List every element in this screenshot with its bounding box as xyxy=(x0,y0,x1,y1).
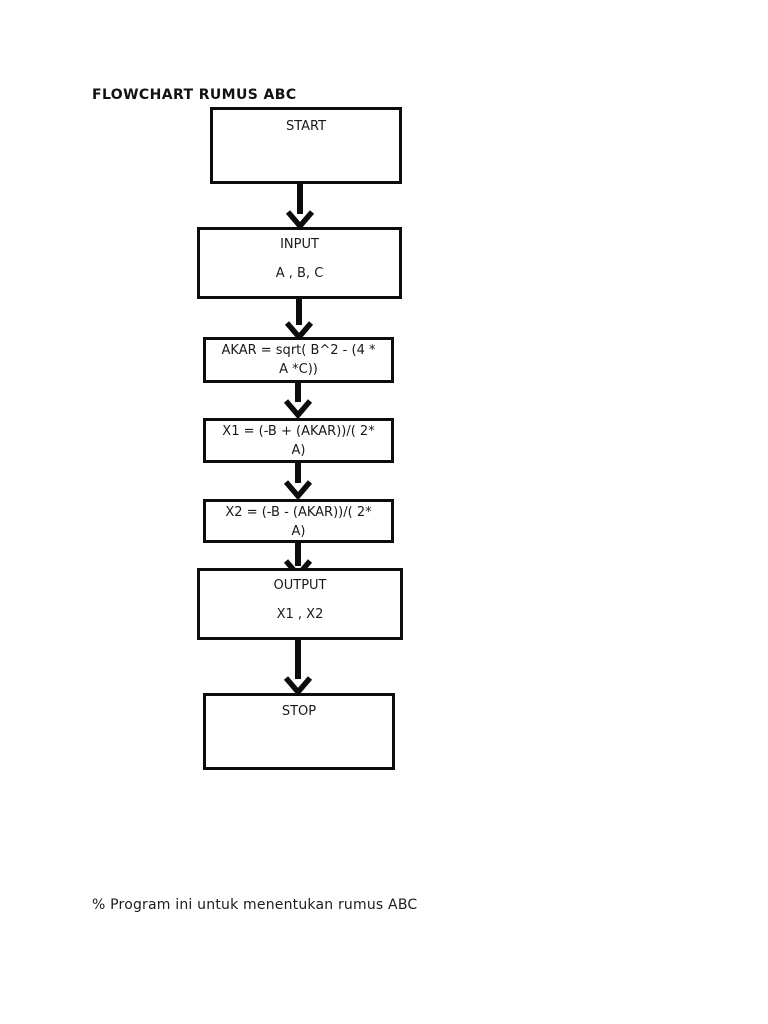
flow-node-stop-label: STOP xyxy=(281,704,317,719)
flow-node-stop: STOP xyxy=(203,693,395,770)
program-comment: % Program ini untuk menentukan rumus ABC xyxy=(92,897,418,913)
flow-node-input-label: INPUT xyxy=(280,237,319,252)
arrow-output-to-stop xyxy=(283,639,313,697)
flow-node-x1-formula-line2: A) xyxy=(291,443,306,458)
arrow-x1-to-x2 xyxy=(283,462,313,501)
flow-node-start: START xyxy=(210,107,402,184)
flow-node-input: INPUT A , B, C xyxy=(197,227,402,299)
arrow-start-to-input xyxy=(285,183,315,231)
flow-node-output-values: X1 , X2 xyxy=(276,607,324,622)
arrow-input-to-akar xyxy=(284,298,314,342)
flow-node-x1-formula: X1 = (-B + (AKAR))/( 2* A) xyxy=(203,418,394,463)
arrow-akar-to-x1 xyxy=(283,382,313,420)
flow-node-x2-formula: X2 = (-B - (AKAR))/( 2* A) xyxy=(203,499,394,543)
flow-node-output-label: OUTPUT xyxy=(273,578,327,593)
flow-node-akar-formula: AKAR = sqrt( B^2 - (4 * A *C)) xyxy=(203,337,394,383)
flow-node-akar-formula-line1: AKAR = sqrt( B^2 - (4 * xyxy=(221,343,376,358)
flow-node-x2-formula-line2: A) xyxy=(291,524,306,539)
flow-node-x2-formula-line1: X2 = (-B - (AKAR))/( 2* xyxy=(225,505,372,520)
flow-node-input-values: A , B, C xyxy=(275,266,324,281)
flow-node-x1-formula-line1: X1 = (-B + (AKAR))/( 2* xyxy=(222,424,375,439)
flow-node-output: OUTPUT X1 , X2 xyxy=(197,568,403,640)
page-title: FLOWCHART RUMUS ABC xyxy=(92,87,297,103)
flow-node-start-label: START xyxy=(285,119,327,134)
flow-node-akar-formula-line2: A *C)) xyxy=(279,362,318,377)
